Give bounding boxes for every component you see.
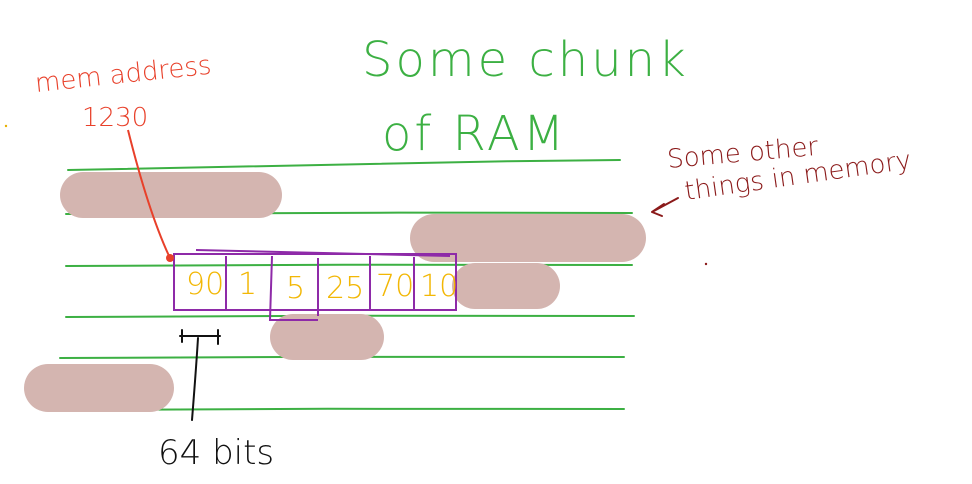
other-arrow (651, 197, 679, 217)
address-value: 1230 (82, 103, 148, 133)
bracket-stem (191, 337, 199, 421)
occupied-block (410, 214, 646, 262)
array-block (173, 249, 457, 321)
diagram-title: Some chunk of RAM (362, 32, 689, 162)
array-value: 10 (420, 269, 458, 304)
array-top-edge (195, 249, 451, 257)
title-line-1: Some chunk (362, 32, 689, 88)
address-label: mem address (34, 51, 213, 99)
occupied-blocks (24, 172, 646, 412)
array-value: 5 (286, 271, 305, 306)
occupied-block (24, 364, 174, 412)
occupied-block (452, 263, 560, 309)
memory-line (67, 159, 621, 171)
bit-size-marker (179, 329, 221, 421)
occupied-block (270, 314, 384, 360)
occupied-block (60, 172, 282, 218)
title-line-2: of RAM (382, 106, 567, 162)
stray-dot (4, 124, 8, 128)
array-value: 1 (238, 267, 257, 302)
cell-divider (268, 255, 318, 321)
address-pointer (127, 129, 171, 259)
stray-dot (704, 262, 708, 266)
address-annotation: mem address 1230 (34, 51, 213, 262)
array-value: 25 (326, 271, 364, 306)
other-annotation: Some other things in memory (651, 132, 913, 217)
array-value: 90 (186, 267, 224, 302)
array-outline (173, 253, 457, 311)
bit-size-label: 64 bits (158, 433, 274, 473)
array-value: 70 (376, 269, 414, 304)
address-dot (166, 254, 174, 262)
memory-line (65, 263, 633, 267)
array-values: 90 1 5 25 70 10 (186, 267, 458, 306)
